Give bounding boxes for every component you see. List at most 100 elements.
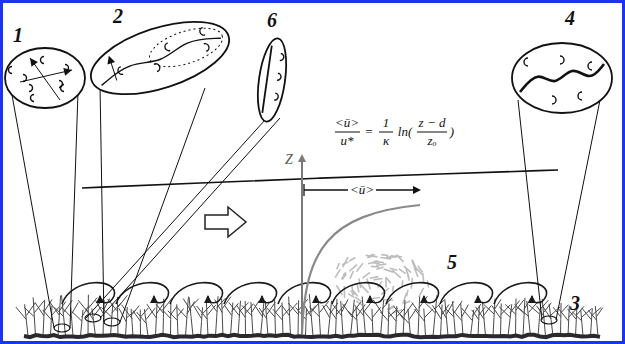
grass-stem bbox=[222, 299, 223, 336]
eddy-hook bbox=[29, 85, 33, 92]
callout-number: 4 bbox=[565, 7, 575, 29]
velocity-label: <ū> bbox=[348, 183, 376, 197]
eddy-stroke bbox=[418, 266, 423, 272]
grass-branch bbox=[462, 308, 473, 320]
grass-branch bbox=[282, 306, 289, 316]
grass-branch bbox=[78, 300, 88, 313]
eddy-stroke bbox=[371, 266, 380, 268]
grass-stem bbox=[424, 309, 426, 336]
eddy-envelope bbox=[145, 20, 227, 74]
wavy-stem bbox=[520, 64, 604, 92]
grass-branch bbox=[558, 308, 569, 321]
grass-branch bbox=[354, 305, 363, 316]
zoom-outline bbox=[5, 48, 85, 108]
eddy-stroke bbox=[399, 269, 406, 274]
grass-stem bbox=[245, 301, 246, 336]
grass-stem bbox=[523, 298, 525, 336]
callout-number: 2 bbox=[113, 5, 123, 27]
eddy-arrow bbox=[150, 295, 158, 303]
grass-branch bbox=[273, 309, 283, 320]
grass-branch bbox=[333, 305, 342, 316]
rolling-eddy bbox=[170, 283, 223, 304]
arrow-head bbox=[63, 68, 72, 76]
eddy-stroke bbox=[419, 288, 424, 297]
arrow-head bbox=[105, 54, 115, 64]
grass-branch bbox=[236, 305, 245, 318]
leader-line bbox=[100, 85, 104, 322]
eddy-stroke bbox=[355, 297, 362, 302]
grass-branch bbox=[35, 302, 44, 315]
grass-branch bbox=[505, 304, 516, 314]
eddy-stroke bbox=[337, 263, 340, 269]
leader-line bbox=[70, 92, 78, 328]
eddy-stroke bbox=[423, 273, 424, 282]
grass-stem bbox=[581, 310, 583, 336]
grass-branch bbox=[518, 307, 529, 316]
zoom-outline bbox=[512, 43, 612, 113]
grass-branch bbox=[364, 302, 371, 311]
ground-bed bbox=[24, 335, 600, 337]
grass-stem bbox=[318, 301, 320, 336]
grass-branch bbox=[16, 307, 27, 320]
grass-branch bbox=[415, 309, 425, 321]
grass-branch bbox=[275, 305, 282, 313]
formula-term: ln( bbox=[398, 125, 412, 139]
formula-term: z − d bbox=[419, 116, 446, 130]
eddy-stroke bbox=[392, 286, 393, 292]
grass-branch bbox=[259, 308, 266, 319]
flow-line bbox=[20, 70, 72, 82]
grass-branch bbox=[439, 305, 447, 318]
formula-term: <ū> bbox=[335, 116, 359, 130]
eddy-hook bbox=[9, 67, 12, 74]
grass-branch bbox=[171, 306, 177, 314]
eddy-stroke bbox=[342, 274, 346, 279]
grass-branch bbox=[582, 308, 592, 320]
eddy-stroke bbox=[367, 279, 371, 290]
sample-spot bbox=[54, 324, 70, 332]
leader-line bbox=[556, 100, 600, 320]
grass-stem bbox=[471, 310, 474, 336]
eddy-arrow bbox=[258, 295, 266, 303]
grass-branch bbox=[245, 304, 253, 314]
grass-branch bbox=[529, 305, 540, 314]
eddy-stroke bbox=[363, 272, 370, 278]
grass-stem bbox=[453, 301, 456, 336]
grass-branch bbox=[156, 304, 164, 313]
eddy-hook bbox=[280, 53, 284, 60]
eddy-stroke bbox=[349, 265, 357, 272]
grass-branch bbox=[309, 307, 319, 317]
eddy-stroke bbox=[370, 277, 379, 279]
grass-branch bbox=[137, 312, 147, 323]
formula-term: = bbox=[365, 125, 374, 139]
grass-branch bbox=[290, 303, 298, 312]
grass-stem bbox=[131, 309, 133, 336]
zoom-outline bbox=[253, 37, 290, 124]
grass-stem bbox=[43, 300, 45, 336]
grass-branch bbox=[177, 307, 187, 318]
eddy-hook bbox=[65, 65, 69, 72]
eddy-arrow bbox=[474, 295, 482, 303]
eddy-stroke bbox=[348, 294, 354, 298]
arrow-head bbox=[413, 186, 421, 194]
grass-branch bbox=[72, 311, 82, 321]
eddy-stroke bbox=[373, 278, 382, 279]
rolling-eddy bbox=[440, 283, 493, 304]
grass-branch bbox=[348, 311, 357, 320]
grass-stem bbox=[418, 297, 420, 336]
grass-stem bbox=[328, 301, 332, 336]
zoom-ellipse bbox=[82, 7, 237, 109]
grass-branch bbox=[242, 305, 252, 315]
eddy-hook bbox=[277, 73, 281, 80]
grass-branch bbox=[55, 307, 64, 316]
grass-branch bbox=[191, 299, 199, 307]
axis-label: Z bbox=[285, 152, 293, 167]
grass-branch bbox=[207, 305, 216, 315]
grass-branch bbox=[388, 312, 396, 322]
formula-term: κ bbox=[383, 134, 389, 148]
grass-stem bbox=[305, 308, 307, 336]
stem-line bbox=[262, 46, 271, 113]
formula-term: 1 bbox=[383, 116, 390, 130]
eddy-arrow bbox=[366, 295, 374, 303]
grass-stem bbox=[140, 310, 141, 336]
grass-branch bbox=[472, 310, 479, 320]
